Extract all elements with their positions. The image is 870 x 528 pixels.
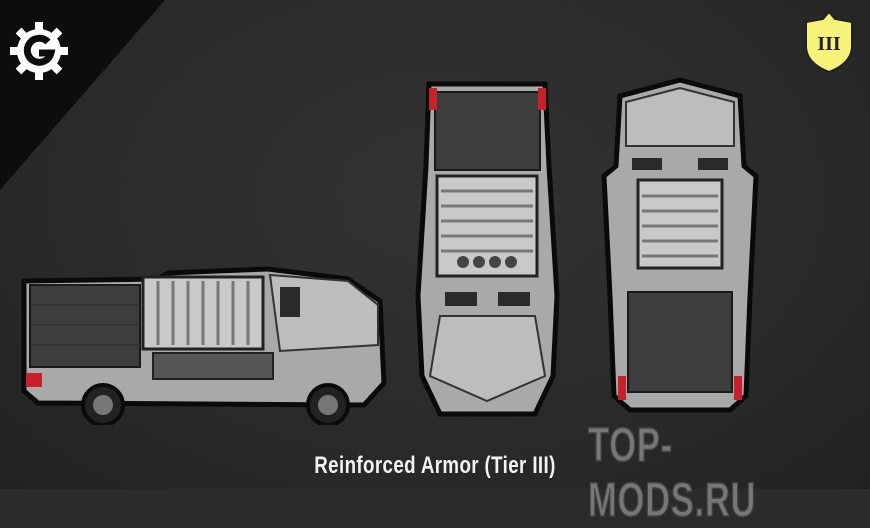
tier-badge: III — [805, 10, 853, 74]
armor-caption: Reinforced Armor (Tier III) — [314, 452, 556, 479]
tier-label: III — [817, 33, 841, 55]
truck-top-view-front-up — [601, 77, 759, 413]
gear-g-logo-icon — [10, 22, 68, 80]
truck-top-view-front-down — [415, 81, 560, 417]
truck-side-view — [21, 266, 387, 425]
corner-banner — [0, 0, 165, 190]
